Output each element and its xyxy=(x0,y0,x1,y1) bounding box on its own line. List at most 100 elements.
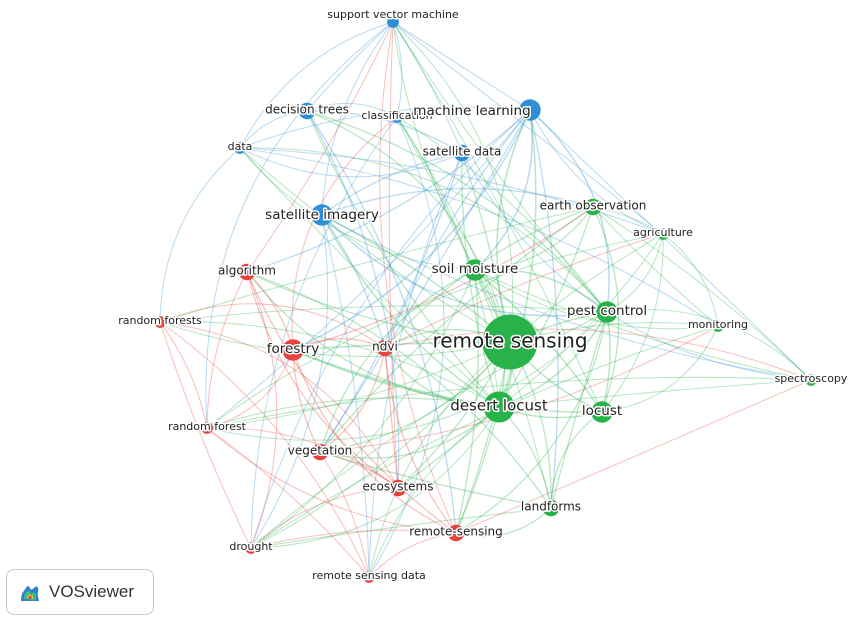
link-algorithm-remote_sensing_hy xyxy=(246,271,457,534)
link-satellite_data-remote_sensing_data xyxy=(368,152,463,578)
link-desert_locust-drought xyxy=(250,406,500,549)
node-satellite-imagery[interactable] xyxy=(311,204,333,226)
node-remote-sensing-hy[interactable] xyxy=(447,524,465,542)
node-satellite-data[interactable] xyxy=(453,144,471,162)
link-spectroscopy-remote_sensing_hy xyxy=(455,379,812,534)
link-landforms-vegetation xyxy=(319,451,552,509)
link-pest_control-random_forest xyxy=(206,311,608,441)
node-random-forests[interactable] xyxy=(154,316,166,328)
link-monitoring-locust xyxy=(601,325,719,413)
link-earth_observation-spectroscopy xyxy=(592,206,812,381)
link-agriculture-locust xyxy=(601,233,664,413)
link-earth_observation-desert_locust xyxy=(498,206,594,408)
link-remote_sensing-drought xyxy=(250,341,511,549)
link-desert_locust-forestry xyxy=(292,349,500,408)
link-remote_sensing-random_forests xyxy=(159,321,511,357)
node-algorithm[interactable] xyxy=(238,263,256,281)
link-agriculture-ndvi xyxy=(384,233,664,349)
link-machine_learning-data xyxy=(239,106,531,149)
link-svm-random_forest xyxy=(205,21,394,429)
link-random_forests-remote_sensing_data xyxy=(159,321,370,578)
link-desert_locust-vegetation xyxy=(319,406,500,459)
link-desert_locust-ndvi xyxy=(384,347,500,408)
label-classification: classification xyxy=(361,109,432,122)
node-locust[interactable] xyxy=(591,401,613,423)
link-pest_control-landforms xyxy=(550,311,608,509)
node-remote-sensing-data[interactable] xyxy=(363,571,375,583)
link-svm-locust xyxy=(392,21,603,413)
label-remote-sensing: remote sensing xyxy=(432,329,587,353)
link-spectroscopy-random_forest xyxy=(206,376,812,429)
node-earth-observation[interactable] xyxy=(584,198,602,216)
link-desert_locust-random_forest xyxy=(206,397,500,429)
link-svm-machine_learning xyxy=(392,21,531,111)
link-random_forests-ndvi xyxy=(159,303,386,349)
link-ndvi-remote_sensing_hy xyxy=(384,347,457,534)
link-landforms-algorithm xyxy=(246,271,552,509)
link-machine_learning-soil_moisture xyxy=(474,109,533,271)
link-satellite_imagery-desert_locust xyxy=(321,214,500,408)
node-data[interactable] xyxy=(234,142,246,154)
link-ndvi-ecosystems xyxy=(384,347,399,489)
vosviewer-brand-name: VOSviewer xyxy=(49,582,135,601)
label-locust: locust xyxy=(582,403,622,419)
link-machine_learning-landforms xyxy=(529,109,559,509)
link-desert_locust-random_forests xyxy=(159,321,500,408)
link-classification-remote_sensing_data xyxy=(368,116,445,578)
label-pest-control: pest control xyxy=(567,303,647,319)
label-earth-observation: earth observation xyxy=(540,199,647,213)
link-vegetation-ecosystems xyxy=(319,451,399,489)
node-remote-sensing[interactable] xyxy=(482,314,538,370)
node-ndvi[interactable] xyxy=(376,339,394,357)
node-landforms[interactable] xyxy=(542,499,560,517)
node-vegetation[interactable] xyxy=(311,443,329,461)
node-monitoring[interactable] xyxy=(712,320,724,332)
label-forestry: forestry xyxy=(267,341,319,357)
link-satellite_imagery-earth_observation xyxy=(321,187,594,216)
node-pest-control[interactable] xyxy=(596,301,618,323)
label-remote-sensing-data: remote sensing data xyxy=(312,569,426,582)
link-svm-data xyxy=(239,21,394,149)
link-machine_learning-vegetation xyxy=(319,109,531,453)
link-data-desert_locust xyxy=(239,147,500,408)
link-remote_sensing-vegetation xyxy=(319,341,511,453)
link-satellite_imagery-spectroscopy xyxy=(321,214,812,381)
label-data: data xyxy=(228,140,253,153)
link-forestry-vegetation xyxy=(292,349,321,453)
link-random_forest-remote_sensing_data xyxy=(206,427,370,578)
link-machine_learning-remote_sensing xyxy=(496,109,531,343)
label-vegetation: vegetation xyxy=(288,444,353,458)
link-monitoring-drought xyxy=(250,325,719,549)
link-earth_observation-soil_moisture xyxy=(474,206,594,271)
node-agriculture[interactable] xyxy=(657,228,669,240)
link-desert_locust-algorithm xyxy=(246,271,500,408)
node-machine-learning[interactable] xyxy=(519,99,541,121)
node-forestry[interactable] xyxy=(282,339,304,361)
node-desert-locust[interactable] xyxy=(483,391,515,423)
label-remote-sensing-hy: remote-sensing xyxy=(409,525,503,539)
node-svm[interactable] xyxy=(387,16,399,28)
link-svm-algorithm xyxy=(246,21,394,273)
link-monitoring-vegetation xyxy=(319,325,719,453)
node-decision-trees[interactable] xyxy=(298,102,316,120)
node-soil-moisture[interactable] xyxy=(464,259,486,281)
link-remote_sensing-algorithm xyxy=(246,271,511,343)
node-ecosystems[interactable] xyxy=(389,479,407,497)
label-decision-trees: decision trees xyxy=(265,103,349,117)
node-drought[interactable] xyxy=(245,542,257,554)
label-svm: support vector machine xyxy=(327,8,459,21)
node-spectroscopy[interactable] xyxy=(805,374,817,386)
link-decision_trees-satellite_data xyxy=(306,110,463,154)
node-classification[interactable] xyxy=(391,111,403,123)
label-monitoring: monitoring xyxy=(688,318,748,331)
link-satellite_imagery-remote_sensing_data xyxy=(321,214,370,578)
link-vegetation-remote_sensing_data xyxy=(319,451,370,578)
link-svm-ecosystems xyxy=(388,21,399,489)
label-random-forest: random forest xyxy=(168,420,247,433)
link-classification-desert_locust xyxy=(396,116,500,408)
node-random-forest[interactable] xyxy=(201,422,213,434)
link-ndvi-vegetation xyxy=(319,347,386,453)
link-landforms-remote_sensing_hy xyxy=(455,507,552,538)
link-locust-landforms xyxy=(550,411,603,509)
link-data-monitoring xyxy=(239,147,719,327)
